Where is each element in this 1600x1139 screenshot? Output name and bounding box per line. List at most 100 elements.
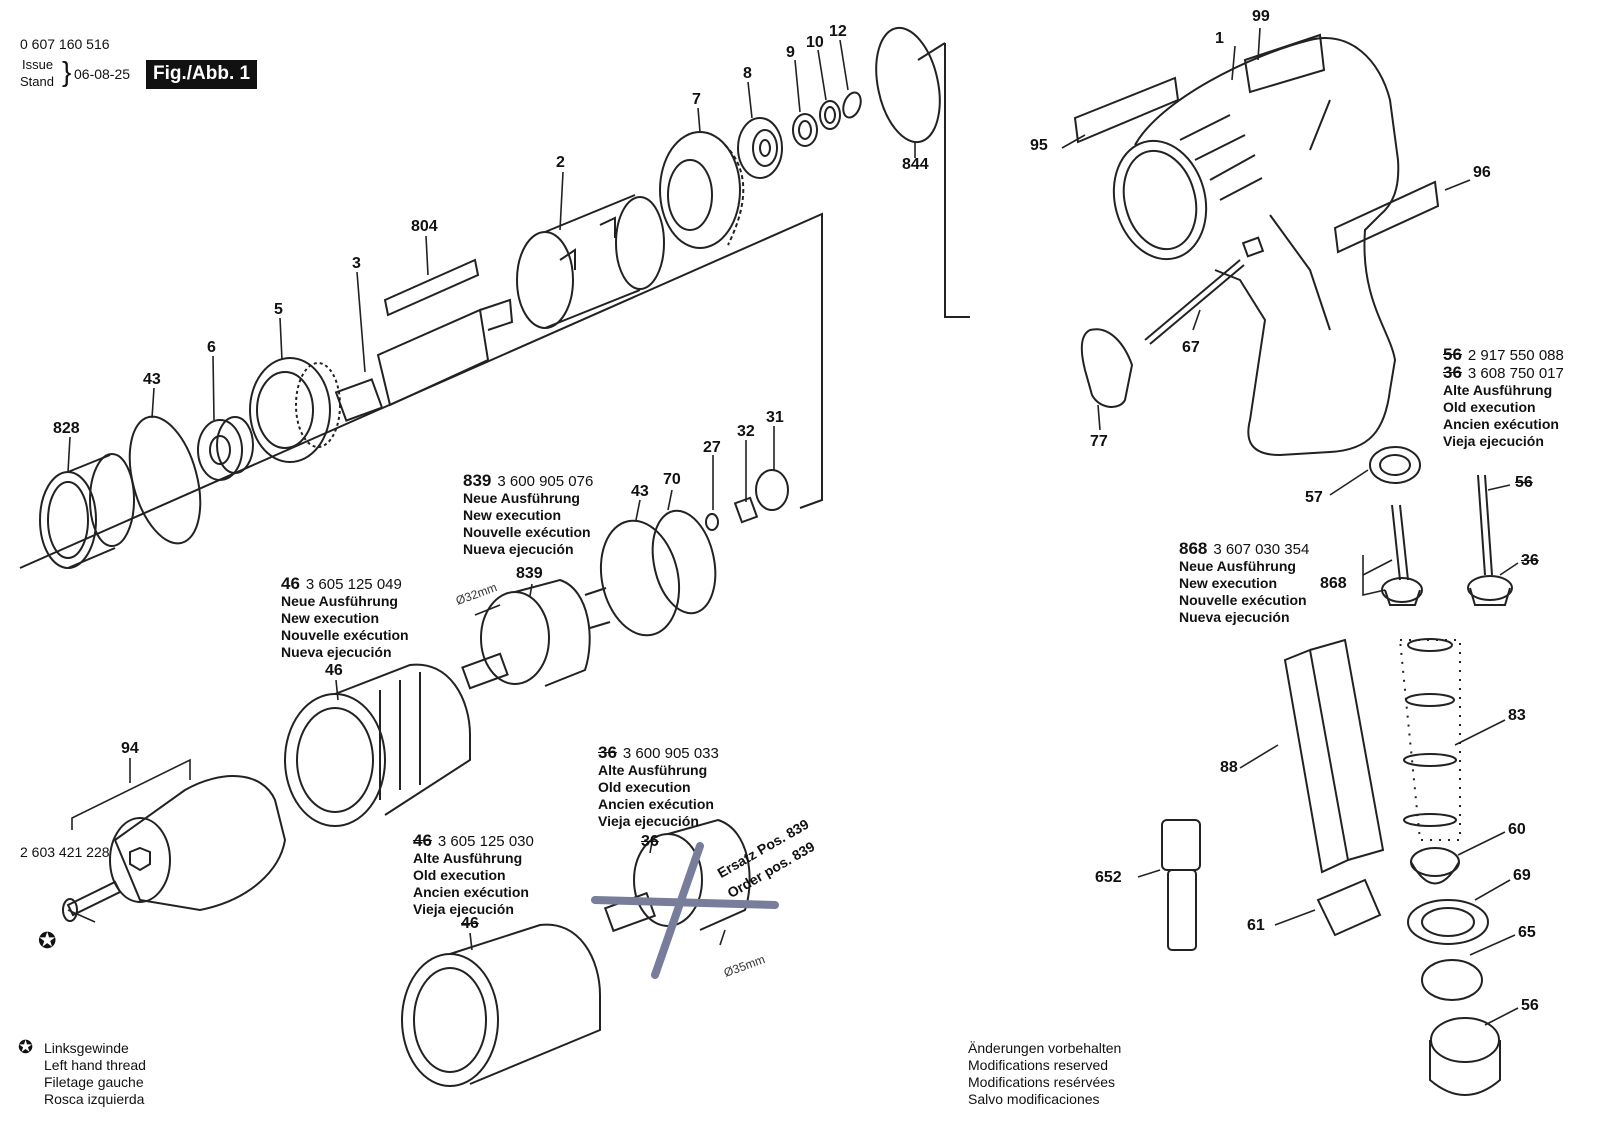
- callout-43-b: 43: [631, 483, 649, 500]
- block-number: 56: [1443, 345, 1462, 364]
- callout-99: 99: [1252, 8, 1270, 25]
- callout-83: 83: [1508, 707, 1526, 724]
- plug-part-56: [1429, 1017, 1501, 1096]
- callout-12: 12: [829, 23, 847, 40]
- callout-8: 8: [743, 65, 752, 82]
- block-number: 36: [598, 743, 617, 762]
- pinion-parts: [705, 469, 789, 531]
- block-number: 839: [463, 471, 492, 490]
- block-line: Nueva ejecución: [281, 644, 392, 660]
- figure-label: Fig./Abb. 1: [146, 60, 258, 89]
- bearing-part-6: [197, 416, 254, 481]
- gear-bearing-part-5: [249, 357, 341, 463]
- hose-fitting-part-652: [1161, 819, 1201, 951]
- brace: }: [62, 56, 72, 87]
- cross-out-mark: [591, 842, 779, 979]
- callout-65: 65: [1518, 924, 1536, 941]
- stand-label: Stand: [20, 74, 54, 89]
- callout-27: 27: [703, 439, 721, 456]
- callout-88: 88: [1220, 759, 1238, 776]
- callout-70: 70: [663, 471, 681, 488]
- callout-56: 56: [1521, 997, 1539, 1014]
- block-line: Alte Ausführung: [413, 850, 523, 866]
- screw-part-number: 2 603 421 228: [20, 844, 110, 860]
- callout-96: 96: [1473, 164, 1491, 181]
- block-line: Neue Ausführung: [1179, 558, 1296, 574]
- legend-line: Modifications reserved: [968, 1057, 1109, 1073]
- callout-839: 839: [516, 565, 543, 582]
- valve-part-56-36-old: [1467, 474, 1513, 606]
- callout-32: 32: [737, 423, 755, 440]
- callout-652: 652: [1095, 869, 1122, 886]
- seal-part-57: [1369, 446, 1421, 484]
- spring-part-83: [1398, 638, 1461, 841]
- legend-line: Änderungen vorbehalten: [968, 1040, 1122, 1056]
- legend-left-hand-thread: Linksgewinde Left hand thread Filetage g…: [44, 1040, 146, 1108]
- pad-part-61: [1316, 878, 1382, 937]
- block-line: New execution: [1179, 575, 1278, 591]
- motor-unit-part-839: [461, 578, 611, 690]
- valve-part-868: [1381, 504, 1423, 606]
- callout-2: 2: [556, 154, 565, 171]
- document-number: 0 607 160 516: [20, 36, 110, 52]
- vane-part-804: [383, 258, 480, 317]
- callout-3: 3: [352, 255, 361, 272]
- internal-gear-part-828: [39, 453, 135, 569]
- legend-line: Salvo modificaciones: [968, 1091, 1100, 1107]
- issue-label: Issue: [22, 57, 54, 72]
- block-line: Nouvelle exécution: [281, 627, 409, 643]
- callout-868: 868: [1320, 575, 1347, 592]
- sleeve-part-46-old: [401, 923, 601, 1087]
- block-number: 46: [281, 574, 300, 593]
- block-line: Nueva ejecución: [1179, 609, 1290, 625]
- legend-line: Linksgewinde: [44, 1040, 129, 1056]
- washer-part-69: [1407, 899, 1489, 945]
- trigger-part-77: [1080, 259, 1245, 408]
- cylinder-part-2: [516, 194, 665, 329]
- legend-line: Left hand thread: [44, 1057, 146, 1073]
- callout-9: 9: [786, 44, 795, 61]
- block-part-number: 3 600 905 076: [497, 473, 594, 490]
- callout-10: 10: [806, 34, 824, 51]
- block-line: Vieja ejecución: [1443, 433, 1544, 449]
- block-part-number: 3 608 750 017: [1467, 365, 1564, 382]
- callout-46-crossed: 46: [461, 915, 479, 932]
- block-line: Nueva ejecución: [463, 541, 574, 557]
- block-line: Ancien exécution: [598, 796, 714, 812]
- callout-828: 828: [53, 420, 80, 437]
- block-line: Alte Ausführung: [598, 762, 708, 778]
- callout-77: 77: [1090, 433, 1108, 450]
- block-part-number: 2 917 550 088: [1467, 347, 1564, 364]
- block-line: Ancien exécution: [1443, 416, 1559, 432]
- left-hand-thread-star-icon: ✪: [38, 928, 57, 953]
- callout-1: 1: [1215, 30, 1224, 47]
- block-line: Ancien exécution: [413, 884, 529, 900]
- callout-67: 67: [1182, 339, 1200, 356]
- callout-36-old: 36: [1521, 552, 1539, 569]
- gear-ring-part-7: [659, 131, 745, 249]
- block-line: New execution: [463, 507, 562, 523]
- legend-modifications: Änderungen vorbehalten Modifications res…: [968, 1040, 1121, 1108]
- block-part-number: 3 605 125 030: [437, 833, 534, 850]
- filter-part-88: [1283, 638, 1385, 874]
- callout-61: 61: [1247, 917, 1265, 934]
- block-line: Old execution: [1443, 399, 1536, 415]
- o-ring-part-43-b: [599, 509, 717, 637]
- block-part-number: 3 605 125 049: [305, 576, 402, 593]
- block-line: Vieja ejecución: [413, 901, 514, 917]
- callout-56-old: 56: [1515, 474, 1533, 491]
- legend-line: Modifications resérvées: [968, 1074, 1116, 1090]
- block-line: New execution: [281, 610, 380, 626]
- rotor-part-3: [334, 298, 514, 422]
- strainer-part-60: [1410, 847, 1460, 885]
- callout-7: 7: [692, 91, 701, 108]
- callout-31: 31: [766, 409, 784, 426]
- block-line: Nouvelle exécution: [463, 524, 591, 540]
- small-rings: [737, 26, 941, 179]
